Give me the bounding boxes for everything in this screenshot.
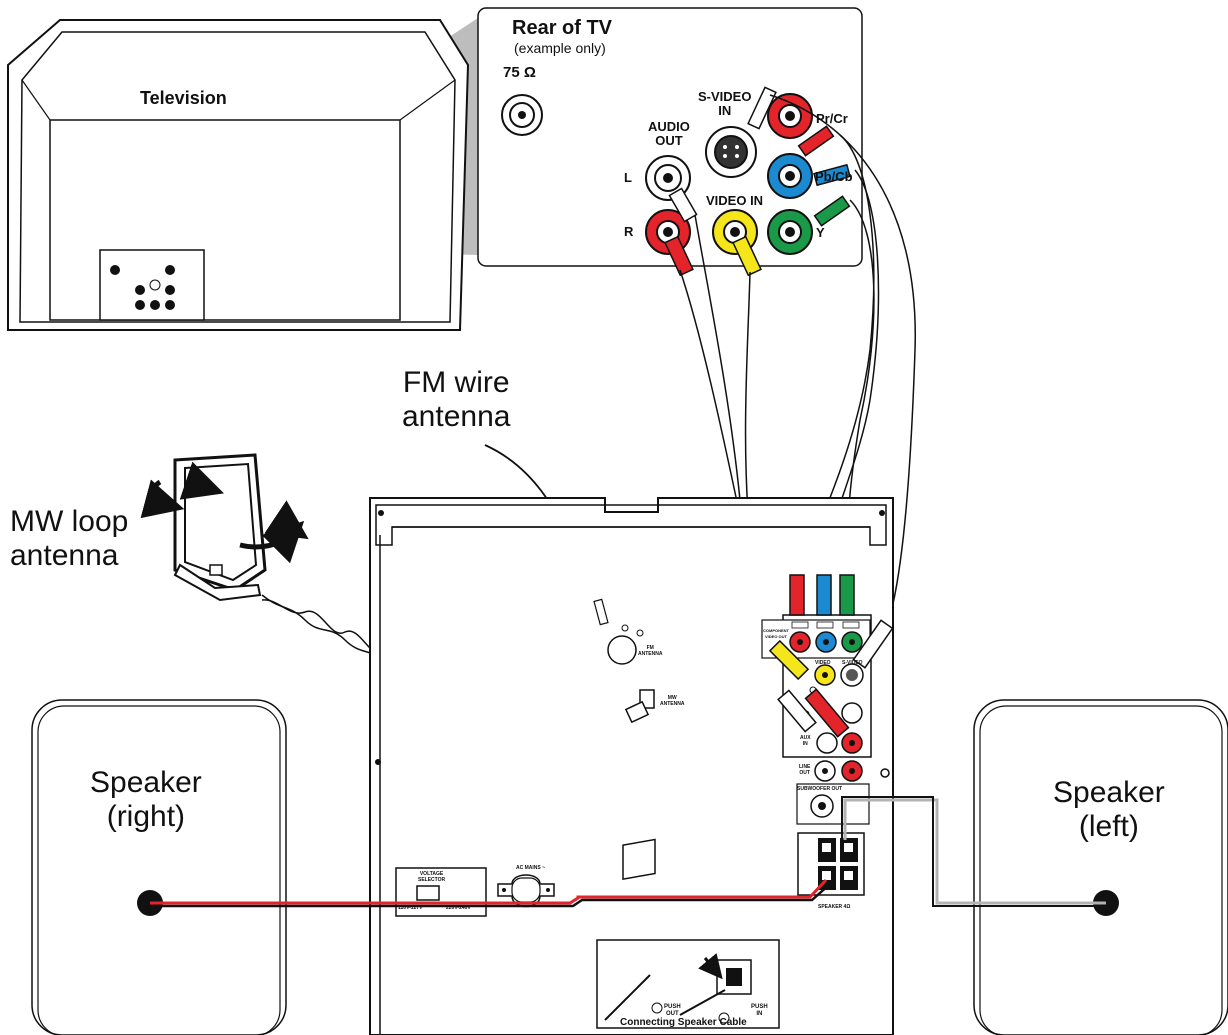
rear-of-tv-title: Rear of TV — [512, 17, 613, 39]
voltage-110-label: 110V-127V — [398, 905, 423, 911]
y-label: Y — [816, 225, 825, 240]
speaker-left-label: Speaker (left) — [1053, 776, 1165, 843]
speaker-4ohm-label: SPEAKER 4Ω — [818, 904, 851, 910]
mw-antenna-jack-label: MW ANTENNA — [660, 695, 685, 707]
fm-antenna-jack — [607, 635, 637, 665]
video-label: VIDEO — [815, 660, 831, 666]
audio-out-label: AUDIO OUT — [648, 119, 690, 148]
connecting-speaker-cable-box — [596, 838, 780, 1029]
television — [7, 19, 470, 331]
antenna-label: 75 Ω — [503, 64, 536, 81]
audio-l-label: L — [624, 170, 632, 185]
rear-of-tv-panel — [477, 7, 863, 277]
voltage-selector — [395, 867, 487, 917]
speaker-right-label: Speaker (right) — [90, 766, 202, 833]
fm-antenna-label: FM wire antenna — [402, 366, 511, 433]
television-label: Television — [140, 88, 227, 108]
tv-mini-jacks — [110, 265, 175, 310]
aux-in-label: AUX IN — [800, 735, 811, 747]
video-in-label: VIDEO IN — [706, 193, 764, 208]
voltage-220-label: 220V-240V — [446, 905, 471, 911]
push-in-label: PUSH IN — [751, 1004, 768, 1017]
line-out-label: LINE OUT — [799, 764, 811, 776]
rear-of-tv-subtitle: (example only) — [514, 40, 606, 56]
tv-plugs — [664, 86, 851, 277]
right-speaker-cable — [150, 878, 828, 905]
connecting-speaker-cable-title: Connecting Speaker Cable — [620, 1017, 747, 1028]
left-speaker-cable — [843, 798, 1106, 905]
push-out-label: PUSH OUT — [664, 1004, 681, 1017]
ac-mains-label: AC MAINS ~ — [516, 865, 546, 871]
speaker-left — [973, 699, 1228, 1035]
main-unit-rear — [369, 497, 894, 1035]
audio-r-label: R — [624, 224, 634, 239]
fm-antenna-jack-label: FM ANTENNA — [638, 645, 663, 657]
pr-cr-label: Pr/Cr — [816, 111, 848, 126]
mw-antenna-label: MW loop antenna — [10, 505, 129, 572]
svideo-label: S-VIDEO — [842, 660, 863, 666]
voltage-selector-label: VOLTAGE SELECTOR — [418, 871, 446, 883]
pb-cb-label: Pb/Cb — [815, 169, 853, 184]
speaker-right — [31, 699, 287, 1035]
component-video-out-label: COMPONENT VIDEO OUT — [763, 628, 789, 639]
subwoofer-out-label: SUBWOOFER OUT — [797, 786, 842, 792]
svideo-in-label: S-VIDEO IN — [698, 89, 752, 118]
